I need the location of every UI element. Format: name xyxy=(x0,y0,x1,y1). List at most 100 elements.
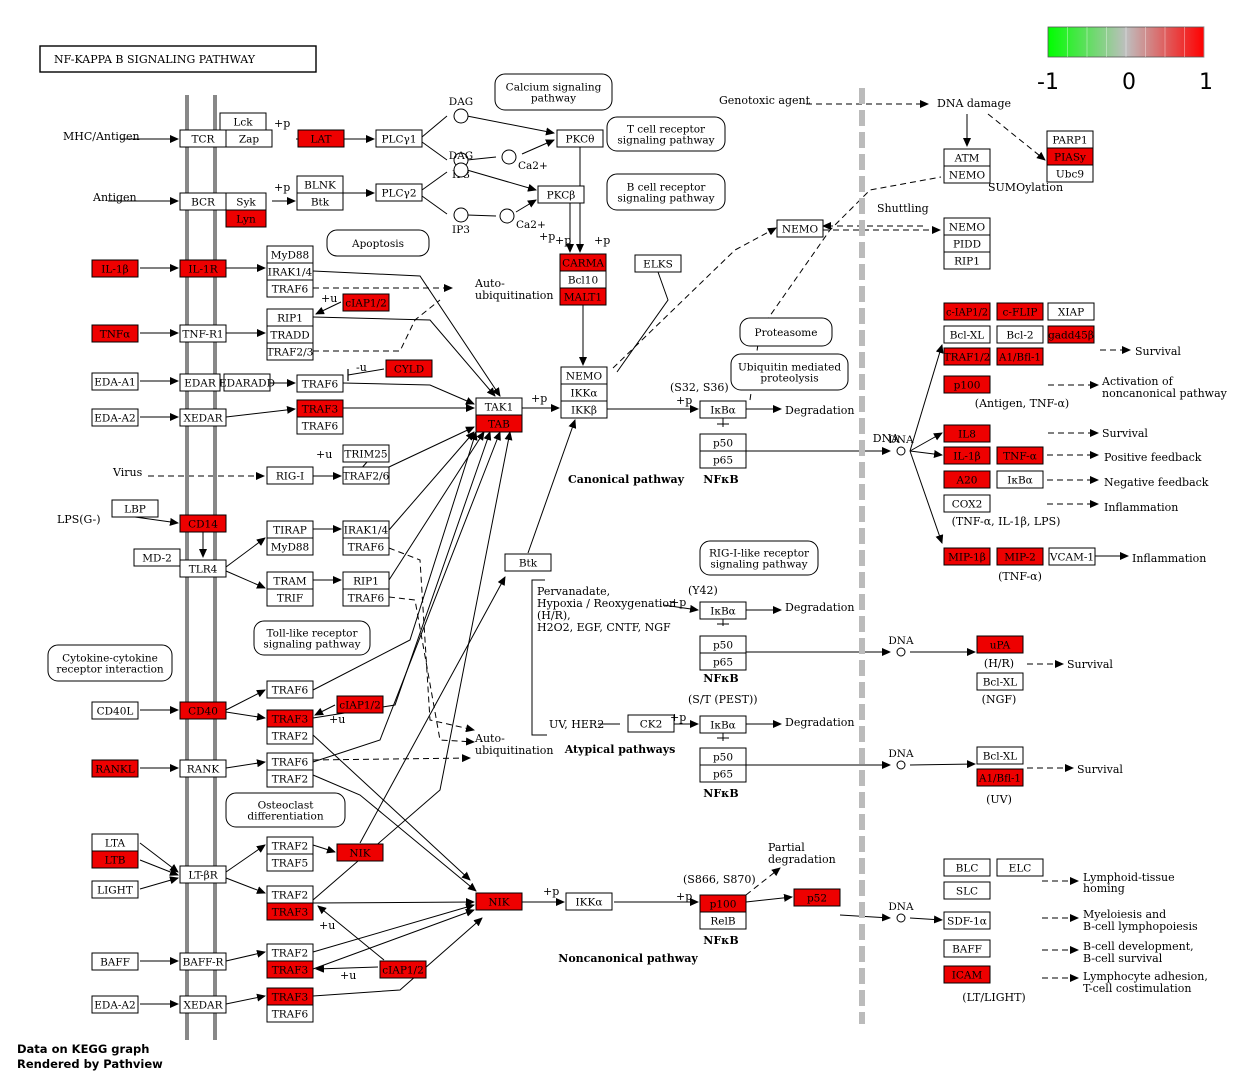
gene-node-traf2c[interactable]: TRAF2 xyxy=(266,836,314,855)
gene-node-tradd[interactable]: TRADD xyxy=(266,325,314,344)
gene-node-tnfa[interactable]: TNFα xyxy=(91,324,139,343)
gene-node-trim25[interactable]: TRIM25 xyxy=(342,444,390,463)
gene-node-ciap12d[interactable]: c-IAP1/2 xyxy=(943,302,991,321)
map-link-proteasome[interactable]: Proteasome xyxy=(739,317,833,347)
gene-node-traf3a[interactable]: TRAF3 xyxy=(296,399,344,418)
gene-node-pkcb[interactable]: PKCβ xyxy=(537,185,585,204)
compound-dna1[interactable]: DNA xyxy=(888,434,914,456)
gene-node-edaa1[interactable]: EDA-A1 xyxy=(91,372,139,391)
gene-node-plcg1[interactable]: PLCγ1 xyxy=(375,129,423,148)
gene-node-tcr[interactable]: TCR xyxy=(179,129,227,148)
gene-node-bcr[interactable]: BCR xyxy=(179,192,227,211)
gene-node-elc[interactable]: ELC xyxy=(996,858,1044,877)
compound-dna4[interactable]: DNA xyxy=(888,901,914,923)
gene-node-trif[interactable]: TRIF xyxy=(266,588,314,607)
gene-node-malt1[interactable]: MALT1 xyxy=(559,287,607,306)
gene-node-cd40l[interactable]: CD40L xyxy=(91,701,139,720)
gene-node-carma[interactable]: CARMA xyxy=(559,253,607,272)
gene-node-traf3c[interactable]: TRAF3 xyxy=(266,902,314,921)
gene-node-elks[interactable]: ELKS xyxy=(634,254,682,273)
gene-node-tnfr1[interactable]: TNF-R1 xyxy=(179,324,227,343)
gene-node-nik2[interactable]: NIK xyxy=(475,892,523,911)
gene-node-vcam1[interactable]: VCAM-1 xyxy=(1048,547,1096,566)
gene-node-p52[interactable]: p52 xyxy=(793,888,841,907)
gene-node-bclxl1[interactable]: Bcl-XL xyxy=(943,325,991,344)
gene-node-ikba2[interactable]: IκBα xyxy=(699,601,747,620)
gene-node-edar[interactable]: EDAR xyxy=(179,373,221,392)
gene-node-il1b[interactable]: IL-1β xyxy=(91,259,139,278)
gene-node-upa[interactable]: uPA xyxy=(976,635,1024,654)
compound-dag1[interactable]: DAG xyxy=(449,96,473,124)
gene-node-tak1[interactable]: TAK1 xyxy=(475,397,523,416)
gene-node-p100b[interactable]: p100 xyxy=(943,375,991,394)
gene-node-bcl2[interactable]: Bcl-2 xyxy=(996,325,1044,344)
gene-node-p65b[interactable]: p65 xyxy=(699,652,747,671)
gene-node-traf23[interactable]: TRAF2/3 xyxy=(266,342,314,361)
gene-node-traf6h[interactable]: TRAF6 xyxy=(266,1004,314,1023)
gene-node-traf6f[interactable]: TRAF6 xyxy=(266,680,314,699)
gene-node-blc[interactable]: BLC xyxy=(943,858,991,877)
gene-node-rip1a[interactable]: RIP1 xyxy=(266,308,314,327)
gene-node-cd40[interactable]: CD40 xyxy=(179,701,227,720)
gene-node-ltbr[interactable]: LT-βR xyxy=(179,865,227,884)
gene-node-traf6e[interactable]: TRAF6 xyxy=(342,588,390,607)
gene-node-light[interactable]: LIGHT xyxy=(91,880,139,899)
gene-node-cox2[interactable]: COX2 xyxy=(943,494,991,513)
gene-node-lta[interactable]: LTA xyxy=(91,833,139,852)
compound-ca1[interactable]: Ca2+ xyxy=(501,149,548,172)
gene-node-pidd[interactable]: PIDD xyxy=(943,234,991,253)
gene-node-bclxl2[interactable]: Bcl-XL xyxy=(976,672,1024,691)
gene-node-ck2[interactable]: CK2 xyxy=(627,714,675,733)
gene-node-ciap12b[interactable]: cIAP1/2 xyxy=(336,695,384,714)
gene-node-xedar1[interactable]: XEDAR xyxy=(179,408,227,427)
gene-node-cyld[interactable]: CYLD xyxy=(385,359,433,378)
gene-node-traf12[interactable]: TRAF1/2 xyxy=(943,347,991,366)
gene-node-il1r[interactable]: IL-1R xyxy=(179,259,227,278)
gene-node-relb[interactable]: RelB xyxy=(699,911,747,930)
gene-node-rank[interactable]: RANK xyxy=(179,759,227,778)
map-link-apoptosis[interactable]: Apoptosis xyxy=(326,229,430,257)
gene-node-a1bfl1b[interactable]: A1/Bfl-1 xyxy=(976,768,1024,787)
gene-node-traf2a[interactable]: TRAF2 xyxy=(266,726,314,745)
gene-node-syk[interactable]: Syk xyxy=(225,192,267,211)
gene-node-ikkb[interactable]: IKKβ xyxy=(560,400,608,419)
gene-node-traf6d[interactable]: TRAF6 xyxy=(342,537,390,556)
gene-node-sdf1a[interactable]: SDF-1α xyxy=(943,911,991,930)
gene-node-traf2d[interactable]: TRAF2 xyxy=(266,885,314,904)
gene-node-ltb[interactable]: LTB xyxy=(91,850,139,869)
gene-node-edaa2a[interactable]: EDA-A2 xyxy=(91,408,139,427)
gene-node-traf6g[interactable]: TRAF6 xyxy=(266,752,314,771)
gene-node-baff2[interactable]: BAFF xyxy=(943,939,991,958)
gene-node-traf6c[interactable]: TRAF6 xyxy=(296,416,344,435)
gene-node-a1bfl1a[interactable]: A1/Bfl-1 xyxy=(996,347,1044,366)
gene-node-traf6b[interactable]: TRAF6 xyxy=(296,374,344,393)
gene-node-bcl10[interactable]: Bcl10 xyxy=(559,270,607,289)
gene-node-rip1c[interactable]: RIP1 xyxy=(943,251,991,270)
gene-node-atm[interactable]: ATM xyxy=(943,148,991,167)
gene-node-lyn[interactable]: Lyn xyxy=(225,209,267,228)
gene-node-parp1[interactable]: PARP1 xyxy=(1046,130,1094,149)
gene-node-tnfa2[interactable]: TNF-α xyxy=(996,446,1044,465)
gene-node-rankl[interactable]: RANKL xyxy=(91,759,139,778)
gene-node-irak14b[interactable]: IRAK1/4 xyxy=(342,520,390,539)
gene-node-nik1[interactable]: NIK xyxy=(336,843,384,862)
gene-node-pkcth[interactable]: PKCθ xyxy=(556,129,604,148)
gene-node-rigi[interactable]: RIG-I xyxy=(266,466,314,485)
gene-node-xedar2[interactable]: XEDAR xyxy=(179,995,227,1014)
gene-node-tirap[interactable]: TIRAP xyxy=(266,520,314,539)
gene-node-traf2e[interactable]: TRAF2 xyxy=(266,943,314,962)
gene-node-ikka1[interactable]: IKKα xyxy=(560,383,608,402)
gene-node-mip2[interactable]: MIP-2 xyxy=(996,547,1044,566)
gene-node-nemo3[interactable]: NEMO xyxy=(943,165,991,184)
gene-node-lck[interactable]: Lck xyxy=(219,112,267,131)
gene-node-icam[interactable]: ICAM xyxy=(943,965,991,984)
gene-node-traf3e[interactable]: TRAF3 xyxy=(266,987,314,1006)
gene-node-cflip[interactable]: c-FLIP xyxy=(996,302,1044,321)
gene-node-il8[interactable]: IL8 xyxy=(943,424,991,443)
